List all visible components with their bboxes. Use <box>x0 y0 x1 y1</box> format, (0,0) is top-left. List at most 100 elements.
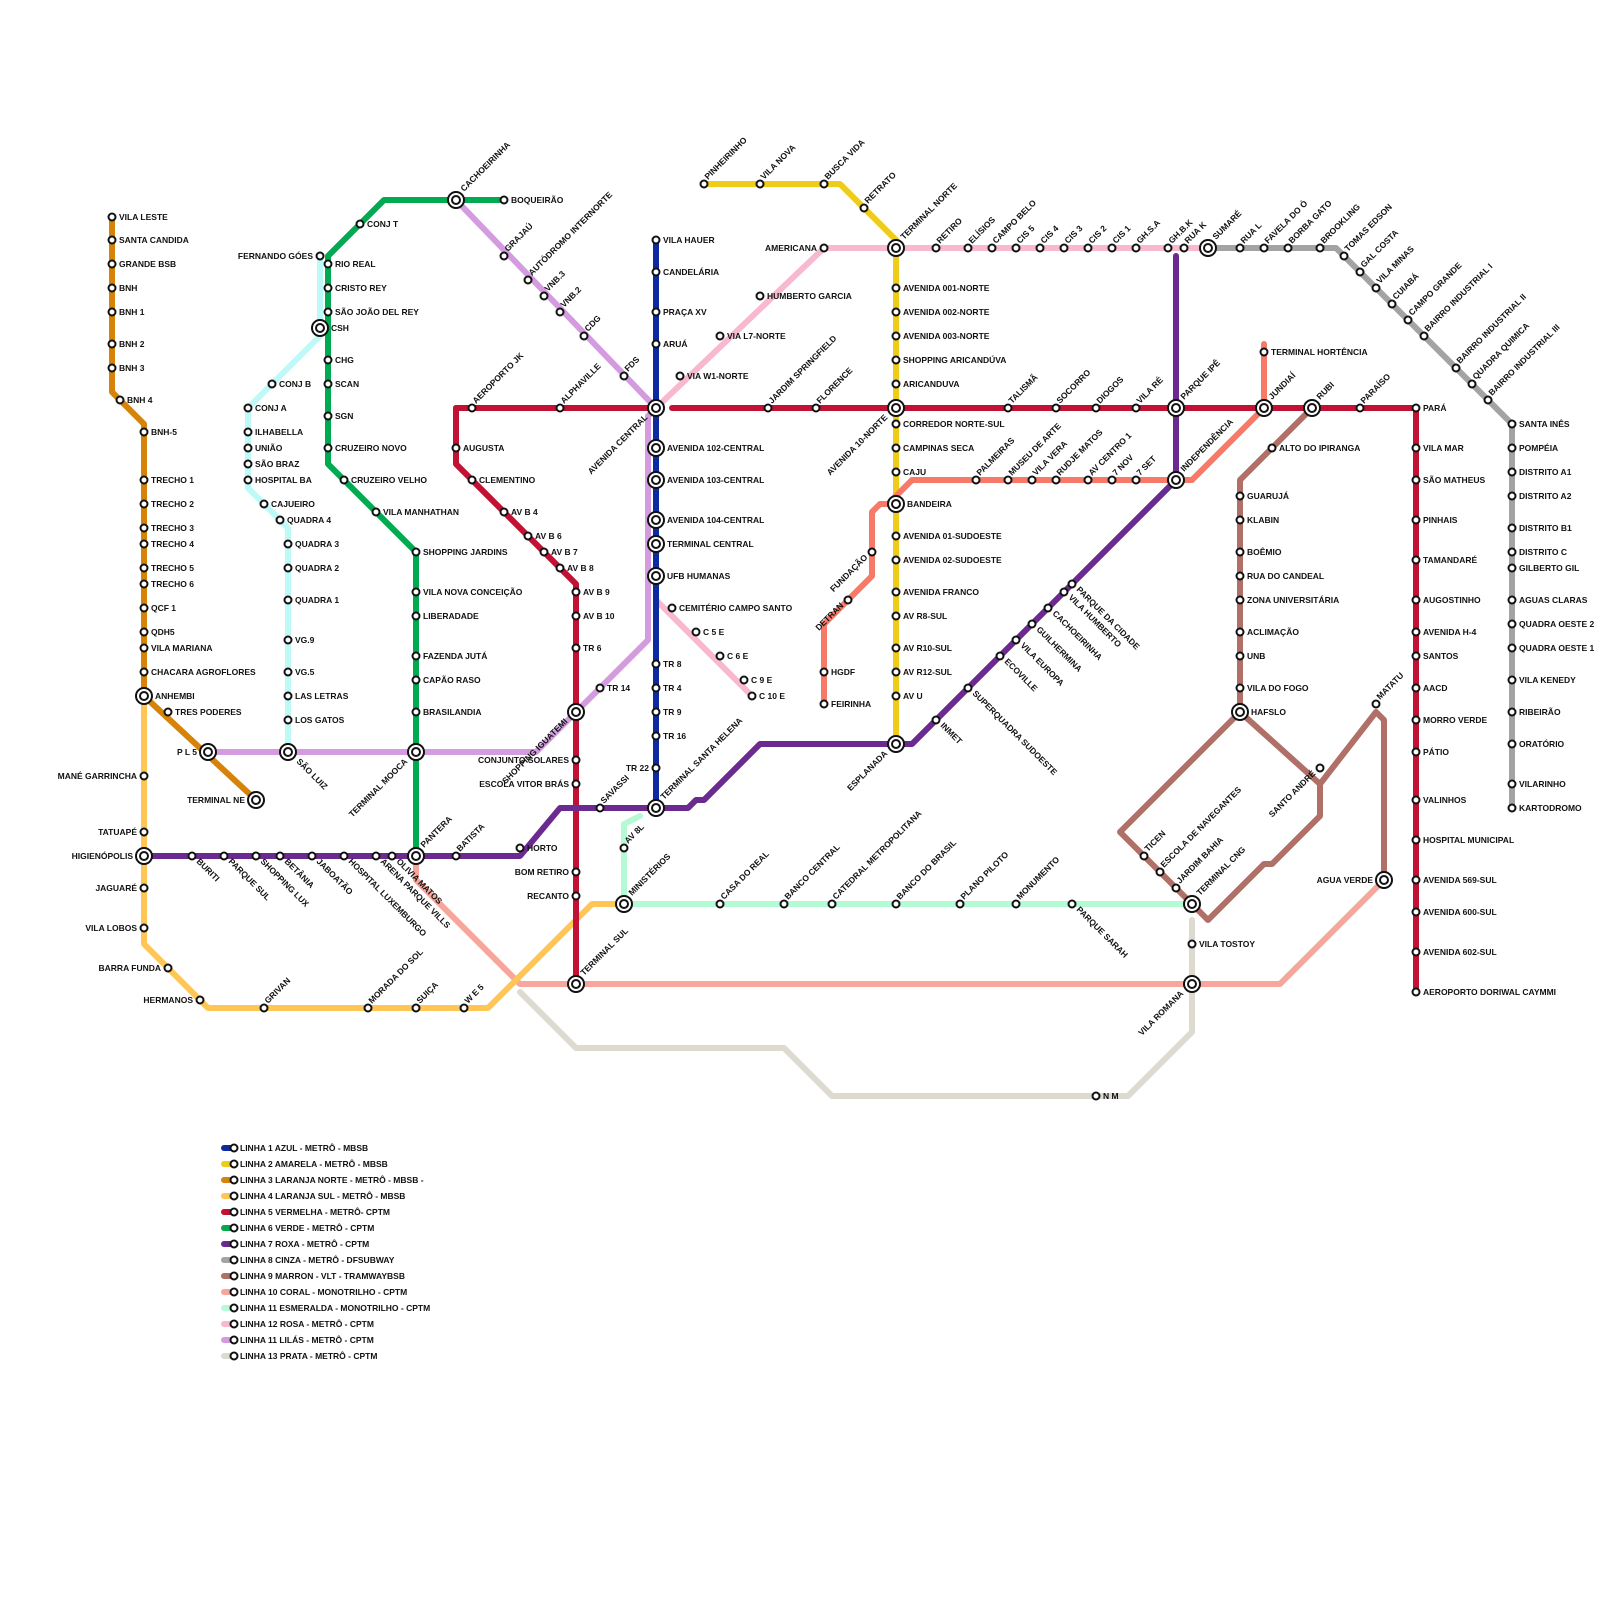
station-distrito-b1-marker <box>1509 525 1516 532</box>
station-fazenda-juta-label: FAZENDA JUTÁ <box>423 651 487 661</box>
station-patio-marker <box>1413 749 1420 756</box>
station-morro-verde-marker <box>1413 717 1420 724</box>
legend-l13-marker <box>231 1353 238 1360</box>
station-distrito-b1-label: DISTRITO B1 <box>1519 523 1572 533</box>
route-l13-0 <box>520 920 1192 1096</box>
station-jardim-bahia-marker <box>1173 885 1180 892</box>
station-santa-ines-marker <box>1509 421 1516 428</box>
station-talisma-marker <box>1005 405 1012 412</box>
station-cis-4-marker <box>1037 245 1044 252</box>
station-campo-grande-label: CAMPO GRANDE <box>1406 260 1463 317</box>
legend-l5-label: LINHA 5 VERMELHA - METRÔ- CPTM <box>240 1206 390 1217</box>
station-hospital-luxemburgo-marker <box>341 853 348 860</box>
station-barra-funda-marker <box>165 965 172 972</box>
station-trecho-1-label: TRECHO 1 <box>151 475 194 485</box>
legend-l6-marker <box>231 1225 238 1232</box>
legend-l3-label: LINHA 3 LARANJA NORTE - METRÔ - MBSB - <box>240 1174 424 1185</box>
station-kartodromo-label: KARTODROMO <box>1519 803 1582 813</box>
station-vila-re-label: VILA RÉ <box>1134 375 1165 406</box>
station-oratorio-label: ORATÓRIO <box>1519 738 1565 749</box>
legend-l7-marker <box>231 1241 238 1248</box>
station-terminal-mooca-hub-inner <box>412 748 420 756</box>
station-c-10-e-marker <box>749 693 756 700</box>
station-ribeirao-marker <box>1509 709 1516 716</box>
legend-l1-marker <box>231 1145 238 1152</box>
station-trecho-2-marker <box>141 501 148 508</box>
station-jundiai-label: JUNDIAÍ <box>1266 370 1298 402</box>
station-escola-vitor-bras-label: ESCOLA VITOR BRÁS <box>479 779 569 789</box>
station-vila-hauer-label: VILA HAUER <box>663 235 715 245</box>
station-shopping-jardins-label: SHOPPING JARDINS <box>423 547 508 557</box>
station-cemiterio-campo-santo-label: CEMITÉRIO CAMPO SANTO <box>679 603 793 613</box>
station-tr-8-label: TR 8 <box>663 659 682 669</box>
station-alto-do-ipiranga-label: ALTO DO IPIRANGA <box>1279 443 1360 453</box>
station-superquadra-sudoeste-label: SUPERQUADRA SUDOESTE <box>971 688 1060 777</box>
station-tr-9-marker <box>653 709 660 716</box>
station-parque-sarah-label: PARQUE SARAH <box>1075 904 1130 959</box>
station-via-w1-norte-marker <box>677 373 684 380</box>
station-qdh5-label: QDH5 <box>151 627 175 637</box>
station-gh-s-a-marker <box>1133 245 1140 252</box>
station-scan-label: SCAN <box>335 379 359 389</box>
station-palmeiras-marker <box>973 477 980 484</box>
station-c-10-e-label: C 10 E <box>759 691 785 701</box>
station-ticen-label: TICEN <box>1142 828 1167 853</box>
station-bnh-1-label: BNH 1 <box>119 307 145 317</box>
station-tr-14-label: TR 14 <box>607 683 630 693</box>
station-av-b-9-label: AV B 9 <box>583 587 610 597</box>
station-anhembi-label: ANHEMBI <box>155 691 195 701</box>
station-jundiai-hub-inner <box>1260 404 1268 412</box>
station-arena-parque-vills-marker <box>373 853 380 860</box>
station-mane-garrincha-label: MANÉ GARRINCHA <box>58 771 137 781</box>
station-praca-xv-label: PRAÇA XV <box>663 307 707 317</box>
station-7-nov-marker <box>1109 477 1116 484</box>
station-conjunto-solares-marker <box>573 757 580 764</box>
station-vila-manhathan-marker <box>373 509 380 516</box>
station-santos-label: SANTOS <box>1423 651 1459 661</box>
station-plano-piloto-label: PLANO PILOTO <box>958 849 1010 901</box>
station-quadra-oeste-1-marker <box>1509 645 1516 652</box>
station-brookling-marker <box>1317 245 1324 252</box>
station-bnh-3-marker <box>109 365 116 372</box>
station-vila-re-marker <box>1133 405 1140 412</box>
station-av-b-9-marker <box>573 589 580 596</box>
station-vila-nova-conceicao-marker <box>413 589 420 596</box>
station-sao-luiz-label: SÃO LUIZ <box>295 756 330 791</box>
station-fds-marker <box>621 373 628 380</box>
station-catedral-metropolitana-marker <box>829 901 836 908</box>
station-bairro-industrial-ii-marker <box>1453 365 1460 372</box>
station-grivan-marker <box>261 1005 268 1012</box>
station-escola-vitor-bras-marker <box>573 781 580 788</box>
station-detran-label: DETRAN <box>813 600 845 632</box>
station-terminal-cng-hub-inner <box>1188 900 1196 908</box>
station-sumare-label: SUMARÉ <box>1210 208 1243 241</box>
station-sao-joao-del-rey-marker <box>325 309 332 316</box>
station-terminal-santa-helena-label: TERMINAL SANTA HELENA <box>658 715 744 801</box>
station-superquadra-sudoeste-marker <box>965 685 972 692</box>
station-vnb-3-marker <box>541 293 548 300</box>
station-valinhos-marker <box>1413 797 1420 804</box>
station-avenida-602-sul-label: AVENIDA 602-SUL <box>1423 947 1497 957</box>
station-trecho-6-label: TRECHO 6 <box>151 579 194 589</box>
station-cristo-rey-marker <box>325 285 332 292</box>
station-santa-ines-label: SANTA INÊS <box>1519 418 1570 429</box>
station-qcf-1-marker <box>141 605 148 612</box>
station-vila-manhathan-label: VILA MANHATHAN <box>383 507 459 517</box>
station-casa-do-real-marker <box>717 901 724 908</box>
station-agua-verde-hub-inner <box>1380 876 1388 884</box>
station-w-e-5-label: W E 5 <box>462 982 486 1006</box>
station-aclimacao-label: ACLIMAÇÃO <box>1247 627 1299 637</box>
station-avenida-602-sul-marker <box>1413 949 1420 956</box>
station-tr-16-marker <box>653 733 660 740</box>
station-terminal-sul-label: TERMINAL SUL <box>578 926 630 978</box>
legend-l12-marker <box>231 1321 238 1328</box>
station-sao-braz-label: SÃO BRAZ <box>255 459 299 469</box>
route-l9-21 <box>1120 712 1384 920</box>
station-valinhos-label: VALINHOS <box>1423 795 1467 805</box>
station-oratorio-marker <box>1509 741 1516 748</box>
station-bnh-2-marker <box>109 341 116 348</box>
station-los-gatos-marker <box>285 717 292 724</box>
station-cajueiro-marker <box>261 501 268 508</box>
station-avenida-10-norte-label: AVENIDA 10-NORTE <box>825 412 890 477</box>
station-fernando-goes-label: FERNANDO GÓES <box>238 250 313 261</box>
